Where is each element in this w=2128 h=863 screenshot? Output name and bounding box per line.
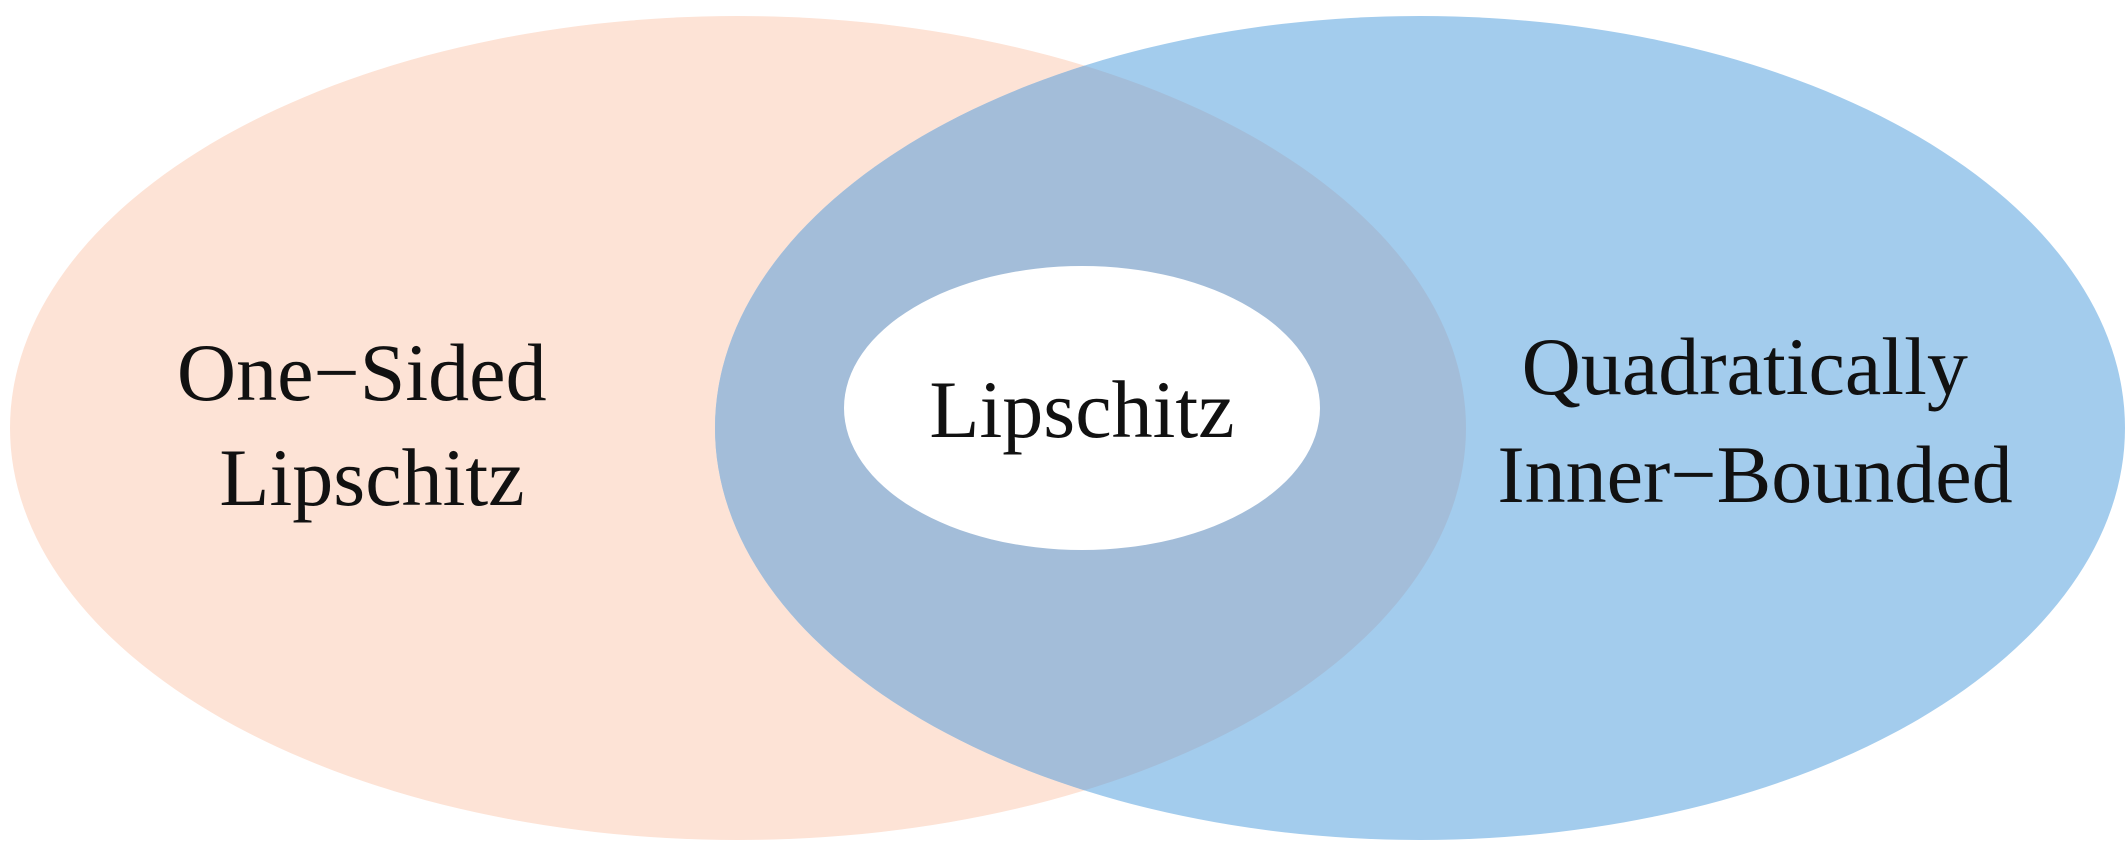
one-sided-lipschitz-label-line-2: Lipschitz	[219, 432, 524, 523]
quadratically-inner-bounded-label: Quadratically Inner−Bounded	[1497, 321, 2012, 520]
quadratically-inner-bounded-label-line-2: Inner−Bounded	[1497, 429, 2012, 520]
one-sided-lipschitz-label: One−Sided Lipschitz	[177, 327, 567, 523]
quadratically-inner-bounded-label-line-1: Quadratically	[1522, 321, 1968, 412]
lipschitz-label: Lipschitz	[929, 364, 1234, 455]
intersection-region	[715, 16, 1466, 840]
lipschitz-region	[844, 266, 1320, 550]
one-sided-lipschitz-label-line-1: One−Sided	[177, 327, 547, 418]
